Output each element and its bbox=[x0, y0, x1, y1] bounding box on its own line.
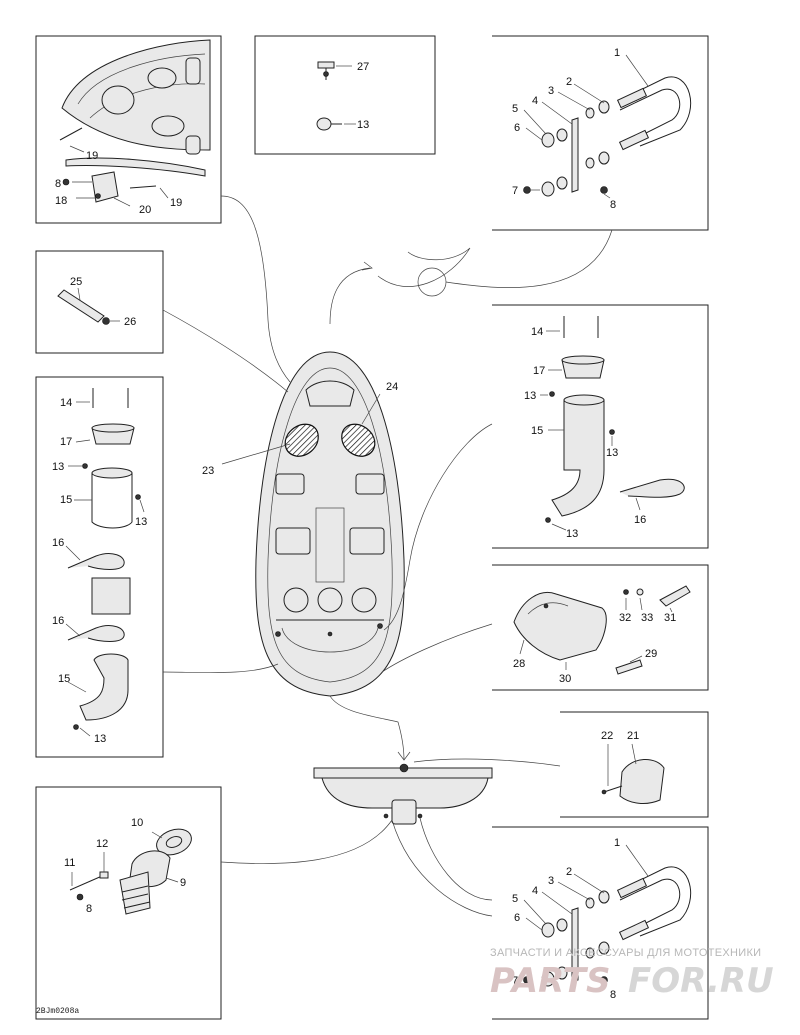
panel-bottom-right bbox=[492, 826, 709, 1020]
callout-rm-28: 28 bbox=[513, 658, 525, 670]
callout-center-23: 23 bbox=[202, 465, 214, 477]
connector-lines bbox=[162, 195, 613, 917]
drawing-code: 2BJm0208a bbox=[36, 1007, 79, 1016]
callout-rb1-22: 22 bbox=[601, 730, 613, 742]
callout-lt-16b: 16 bbox=[52, 615, 64, 627]
panel-top-right bbox=[492, 35, 709, 231]
panel-mid-left bbox=[35, 250, 164, 354]
stern-transom bbox=[313, 763, 493, 825]
callout-br-1: 1 bbox=[614, 837, 620, 849]
panel-right-hoses bbox=[492, 304, 709, 549]
left-vent-hose-assembly bbox=[65, 388, 145, 737]
air-duct-assembly bbox=[513, 585, 691, 675]
callout-br-2: 2 bbox=[566, 866, 572, 878]
callout-rt-13c: 13 bbox=[566, 528, 578, 540]
callout-tr-7: 7 bbox=[512, 185, 518, 197]
panel-left-hoses bbox=[35, 376, 164, 758]
watermark-caption: ЗАПЧАСТИ И АКСЕССУАРЫ ДЛЯ МОТОТЕХНИКИ bbox=[490, 947, 761, 959]
panel-right-bracket bbox=[560, 711, 709, 818]
watermark-brand-red: PARTS bbox=[490, 961, 610, 1001]
callout-rm-29: 29 bbox=[645, 648, 657, 660]
callout-lt-16a: 16 bbox=[52, 537, 64, 549]
panel-right-air-duct bbox=[492, 564, 709, 691]
callout-ml-25: 25 bbox=[70, 276, 82, 288]
callout-tr-2: 2 bbox=[566, 76, 572, 88]
callout-rt-15: 15 bbox=[531, 425, 543, 437]
callout-tl-19b: 19 bbox=[170, 197, 182, 209]
hull-top-view bbox=[221, 351, 405, 697]
callout-ml-26: 26 bbox=[124, 316, 136, 328]
bracket-and-screw bbox=[601, 743, 665, 804]
callout-tr-3: 3 bbox=[548, 85, 554, 97]
pin-and-nut bbox=[57, 287, 120, 325]
callout-rt-16: 16 bbox=[634, 514, 646, 526]
callout-br-7: 7 bbox=[512, 975, 518, 987]
callout-lt-13b: 13 bbox=[135, 516, 147, 528]
screw-and-rivet bbox=[316, 61, 356, 131]
callout-rm-30: 30 bbox=[559, 673, 571, 685]
callout-rb1-21: 21 bbox=[627, 730, 639, 742]
callout-rm-33: 33 bbox=[641, 612, 653, 624]
callout-br-4: 4 bbox=[532, 885, 538, 897]
callout-tr-1: 1 bbox=[614, 47, 620, 59]
callout-lt-15b: 15 bbox=[58, 673, 70, 685]
bow-assembly bbox=[59, 39, 211, 207]
right-vent-hose-assembly bbox=[540, 316, 685, 531]
grab-handle-top bbox=[523, 54, 692, 199]
callout-br-6: 6 bbox=[514, 912, 520, 924]
panel-top-center bbox=[254, 35, 436, 155]
callout-rm-32: 32 bbox=[619, 612, 631, 624]
callout-br-5: 5 bbox=[512, 893, 518, 905]
callout-rt-13a: 13 bbox=[524, 390, 536, 402]
grab-handle-bottom bbox=[523, 844, 692, 987]
callout-br-3: 3 bbox=[548, 875, 554, 887]
watermark-brand-gray: FOR.RU bbox=[628, 961, 774, 1001]
callout-tl-18: 18 bbox=[55, 195, 67, 207]
panel-bottom-left bbox=[35, 786, 222, 1020]
callout-tc-13: 13 bbox=[357, 119, 369, 131]
callout-tl-19a: 19 bbox=[86, 150, 98, 162]
callout-tl-8: 8 bbox=[55, 178, 61, 190]
callout-tl-20: 20 bbox=[139, 204, 151, 216]
callout-lb-12: 12 bbox=[96, 838, 108, 850]
callout-lb-10: 10 bbox=[131, 817, 143, 829]
callout-lt-13c: 13 bbox=[94, 733, 106, 745]
callout-tr-6: 6 bbox=[514, 122, 520, 134]
callout-tr-8: 8 bbox=[610, 199, 616, 211]
callout-center-24: 24 bbox=[386, 381, 398, 393]
callout-lt-14: 14 bbox=[60, 397, 72, 409]
callout-lt-13a: 13 bbox=[52, 461, 64, 473]
drain-plug-assembly bbox=[69, 828, 192, 915]
callout-tr-4: 4 bbox=[532, 95, 538, 107]
callout-lb-8: 8 bbox=[86, 903, 92, 915]
callout-rt-13b: 13 bbox=[606, 447, 618, 459]
callout-rt-17: 17 bbox=[533, 365, 545, 377]
callout-lt-15a: 15 bbox=[60, 494, 72, 506]
callout-lt-17: 17 bbox=[60, 436, 72, 448]
callout-br-8: 8 bbox=[610, 989, 616, 1001]
panel-top-left bbox=[35, 35, 222, 224]
callout-lb-11: 11 bbox=[64, 857, 75, 869]
callout-rm-31: 31 bbox=[664, 612, 676, 624]
callout-tr-5: 5 bbox=[512, 103, 518, 115]
callout-tc-27: 27 bbox=[357, 61, 369, 73]
callout-lb-9: 9 bbox=[180, 877, 186, 889]
callout-rt-14: 14 bbox=[531, 326, 543, 338]
